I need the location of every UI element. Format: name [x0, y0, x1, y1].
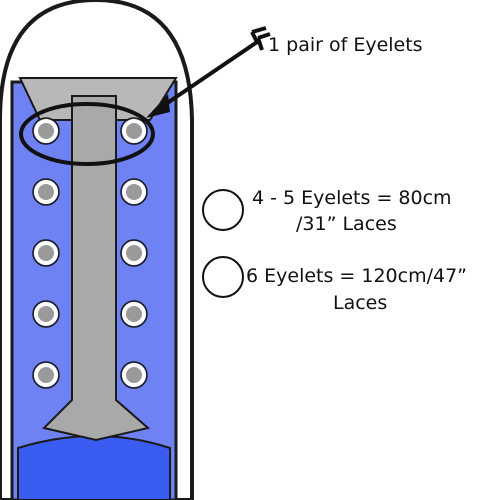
eyelet-ring: [120, 178, 148, 206]
left-eyelet-3: [34, 241, 58, 265]
option-2-line-1: 6 Eyelets = 120cm/47”: [246, 265, 468, 287]
right-eyelet-2: [122, 180, 146, 204]
left-eyelet-2: [34, 180, 58, 204]
annotation-label: 1 pair of Eyelets: [268, 34, 423, 56]
left-eyelet-4: [34, 302, 58, 326]
option-1-line-1: 4 - 5 Eyelets = 80cm: [252, 187, 452, 209]
eyelet-ring: [120, 239, 148, 267]
left-eyelet-1: [34, 119, 58, 143]
eyelet-ring: [120, 361, 148, 389]
right-eyelet-5: [122, 363, 146, 387]
eyelet-ring: [32, 361, 60, 389]
right-eyelet-3: [122, 241, 146, 265]
circle-icon: [202, 189, 244, 231]
eyelet-group: [32, 117, 148, 389]
arrow-fletching-icon: [250, 26, 271, 51]
right-eyelet-1: [122, 119, 146, 143]
option-2-line-2: Laces: [333, 292, 388, 314]
option-1-line-2: /31” Laces: [296, 213, 397, 235]
arrow-head-icon: [146, 94, 170, 118]
eyelet-ring: [32, 117, 60, 145]
highlight-ellipse: [19, 102, 155, 166]
eyelet-ring: [120, 300, 148, 328]
shoe-tongue: [42, 95, 151, 442]
right-eyelet-4: [122, 302, 146, 326]
shoe-toe-cap: [17, 435, 171, 500]
circle-icon: [202, 256, 244, 298]
eyelet-ring: [32, 178, 60, 206]
eyelet-ring: [32, 239, 60, 267]
eyelet-ring: [120, 117, 148, 145]
arrow-icon: [152, 38, 262, 114]
eyelet-ring: [32, 300, 60, 328]
left-eyelet-5: [34, 363, 58, 387]
